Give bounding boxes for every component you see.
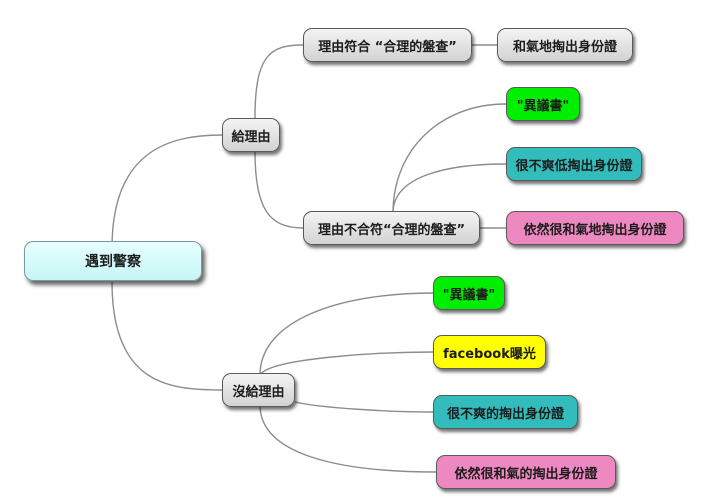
connector-no-reason-calm xyxy=(259,404,437,473)
node-objection-letter-no-reason[interactable]: "異議書" xyxy=(433,276,505,310)
node-unhappily-show-id[interactable]: 很不爽低掏出身份證 xyxy=(506,147,642,181)
node-unhappily-show-id-no-reason[interactable]: 很不爽的掏出身份證 xyxy=(433,395,578,429)
connector-no-reason-unhappy xyxy=(294,401,434,413)
connector-root-give-reason xyxy=(111,134,223,249)
connector-no-reason-facebook xyxy=(259,351,434,376)
connector-give-reason-not-fits xyxy=(254,151,304,229)
connector-give-reason-fits xyxy=(254,44,304,119)
root-node-police-encounter[interactable]: 遇到警察 xyxy=(24,241,202,281)
connector-not-fits-objection xyxy=(392,103,507,214)
node-no-reason-given[interactable]: 沒給理由 xyxy=(222,373,295,407)
node-objection-letter[interactable]: "異議書" xyxy=(506,87,580,121)
connector-no-reason-objection xyxy=(259,292,434,376)
connector-root-no-reason xyxy=(111,281,223,391)
node-give-reason[interactable]: 給理由 xyxy=(222,118,280,152)
node-reason-fits-reasonable-check[interactable]: 理由符合 “合理的盤查” xyxy=(303,28,472,62)
node-still-calmly-show-id-no-reason[interactable]: 依然很和氣的掏出身份證 xyxy=(436,455,616,489)
node-calmly-show-id[interactable]: 和氣地掏出身份證 xyxy=(497,28,633,62)
connector-not-fits-unhappy xyxy=(392,163,507,214)
node-still-calmly-show-id[interactable]: 依然很和氣地掏出身份證 xyxy=(506,211,684,245)
node-facebook-exposure[interactable]: facebook曝光 xyxy=(433,335,546,369)
node-reason-not-fits-reasonable-check[interactable]: 理由不合符“合理的盤查” xyxy=(303,211,480,245)
